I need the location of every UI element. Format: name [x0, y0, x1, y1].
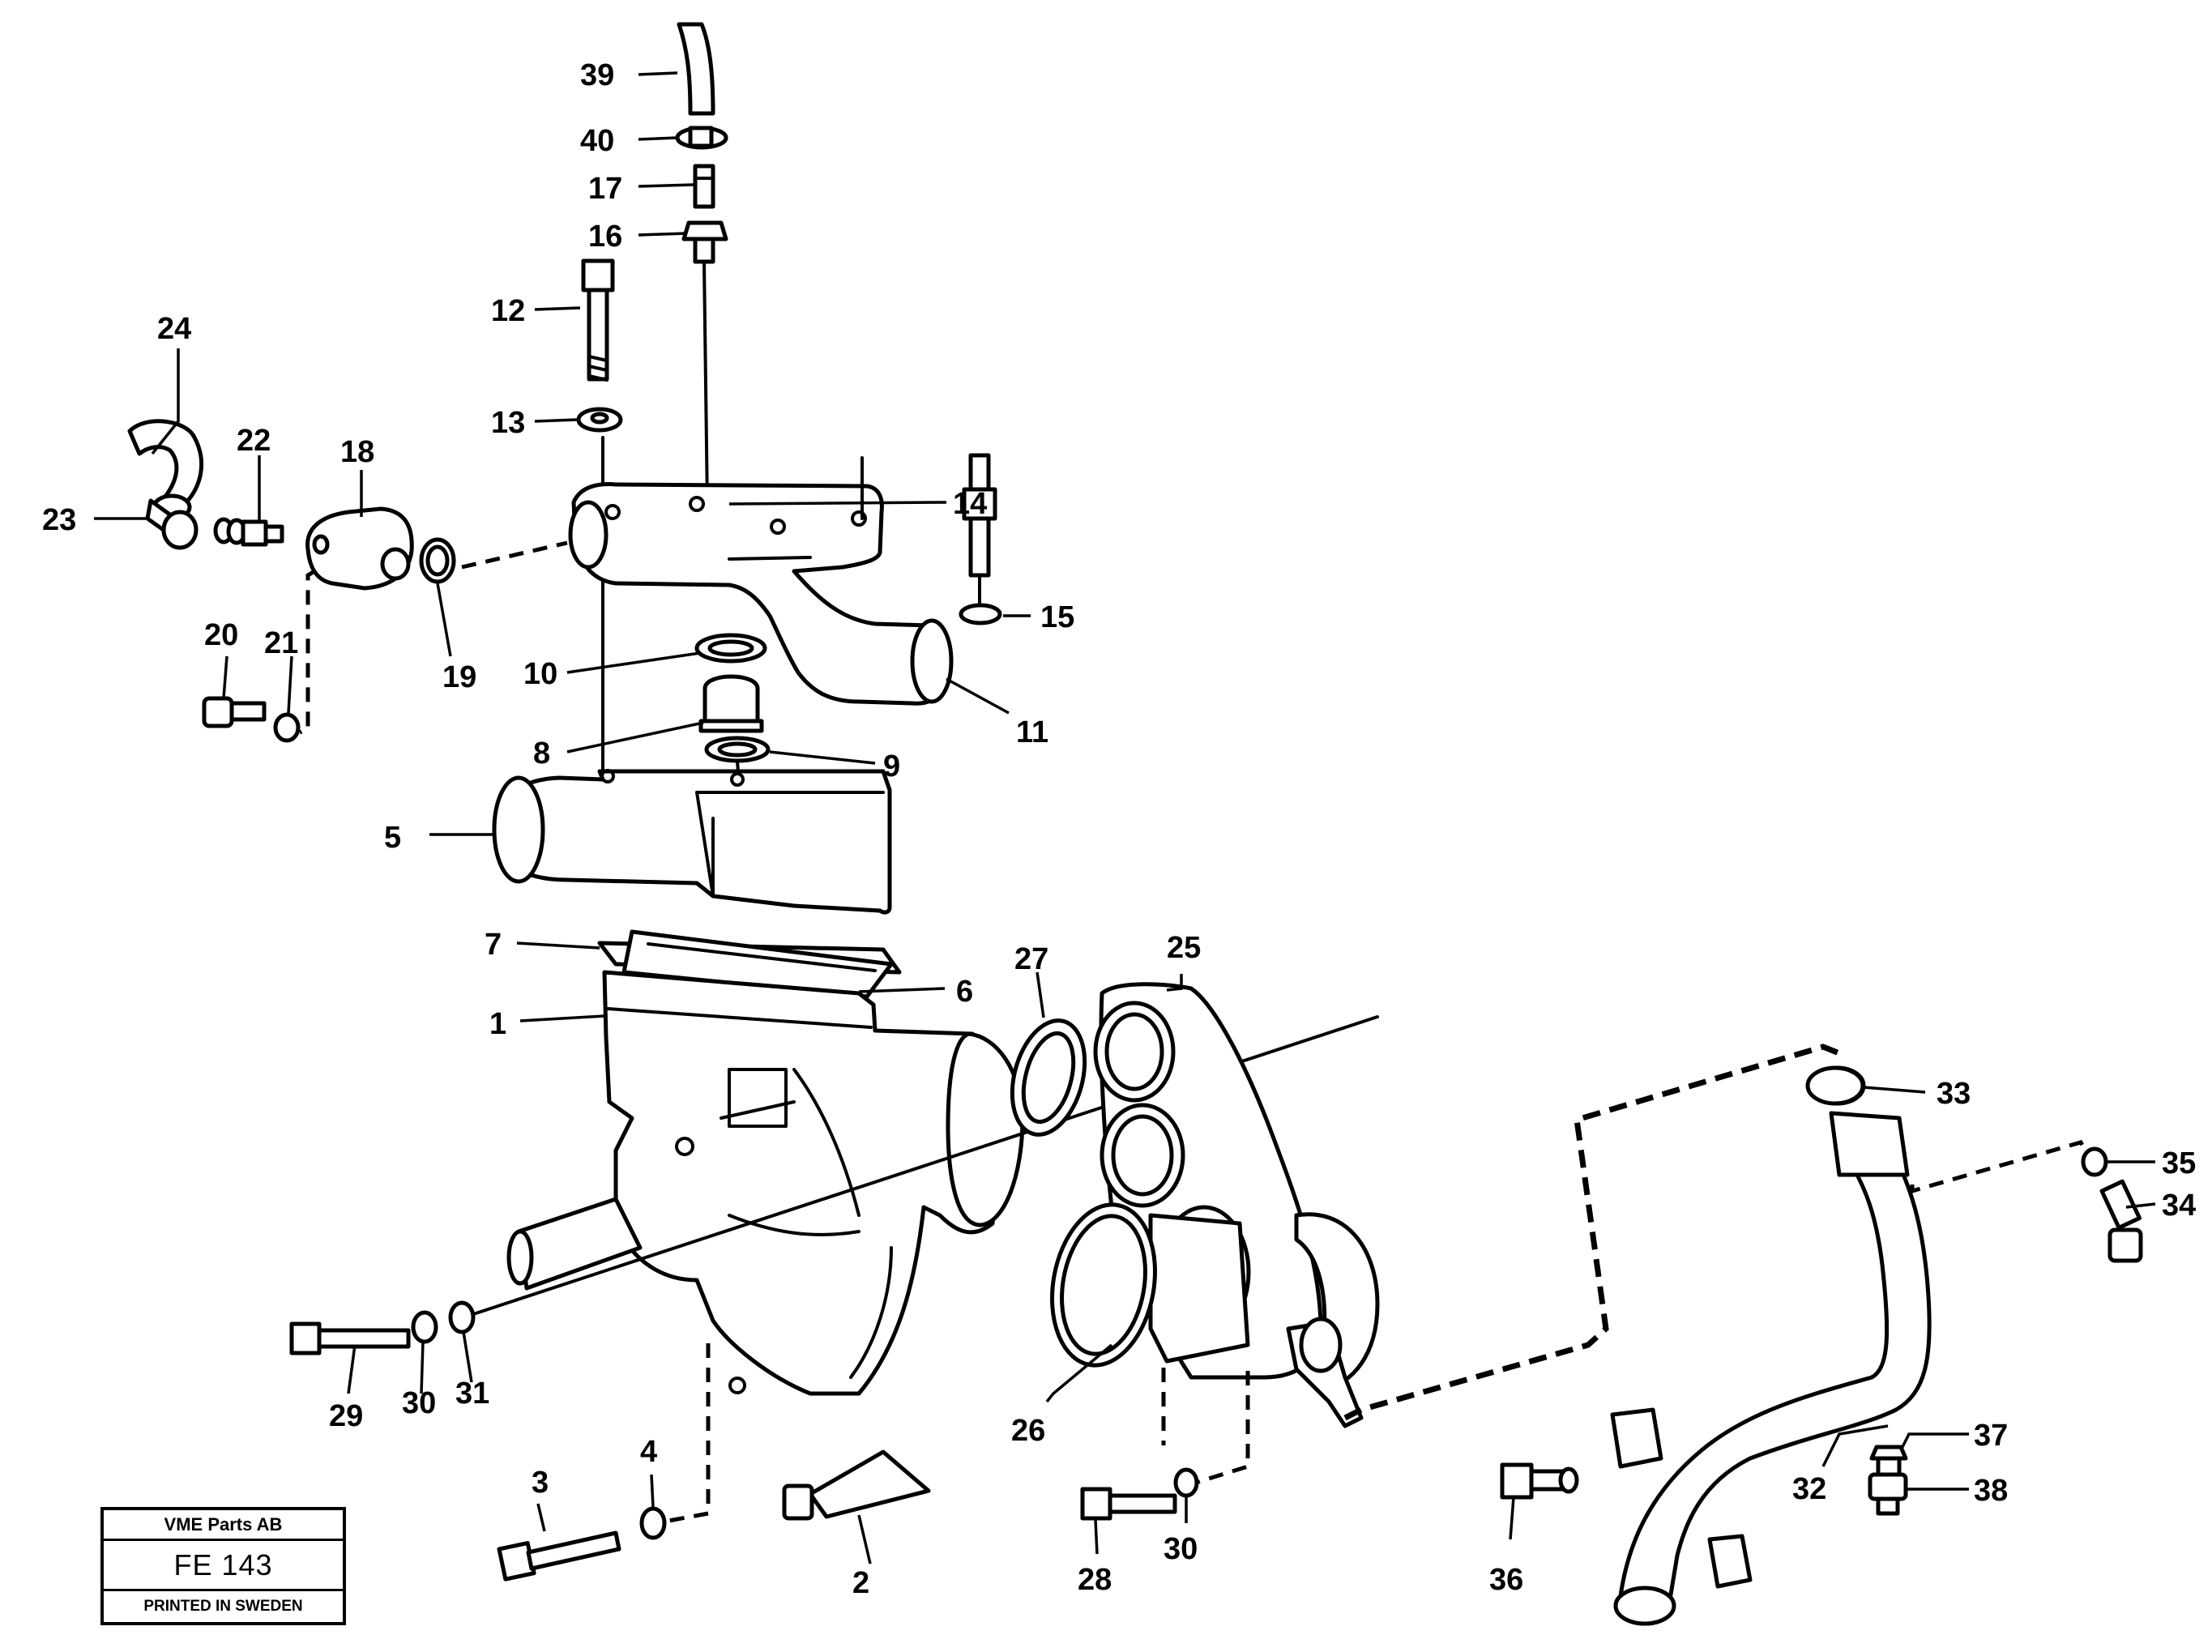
union-23: [145, 493, 199, 550]
callout-28: 28: [1078, 1563, 1112, 1597]
dashed-line-35: [1910, 1140, 2090, 1194]
washer-15: [959, 603, 1002, 625]
water-pump-body-1: [602, 970, 1025, 1396]
sealant-tube-2: [782, 1449, 931, 1521]
callout-17: 17: [588, 172, 622, 206]
leader-lines: [94, 71, 2156, 1564]
washer-30-lower: [1173, 1467, 1199, 1498]
callout-3: 3: [532, 1466, 549, 1500]
callout-21: 21: [264, 626, 298, 660]
callout-1: 1: [489, 1007, 506, 1041]
callout-14: 14: [953, 487, 987, 521]
o-ring-33: [1805, 1065, 1865, 1106]
union-16: [681, 220, 728, 264]
callout-32: 32: [1792, 1472, 1826, 1506]
temperature-sensor-14: [962, 453, 997, 578]
union-37: [1869, 1445, 1908, 1479]
callout-16: 16: [588, 220, 622, 254]
title-block-code: FE 143: [104, 1541, 343, 1591]
callout-34: 34: [2162, 1189, 2196, 1223]
callout-35: 35: [2162, 1146, 2196, 1180]
callout-6: 6: [956, 975, 973, 1009]
housing-5: [492, 769, 892, 915]
axis-line-16: [702, 262, 709, 508]
callout-37: 37: [1974, 1419, 2008, 1453]
washer-4: [639, 1506, 667, 1540]
callout-29: 29: [329, 1399, 363, 1433]
o-ring-19: [419, 537, 456, 584]
callout-numbers: 39 40 17 16 12 13 14 15 24 22 18 23 19 2…: [42, 58, 2196, 1600]
nipple-17: [693, 164, 715, 209]
callout-27: 27: [1014, 942, 1048, 976]
callout-5: 5: [384, 821, 401, 855]
hose-39: [677, 22, 715, 116]
pipe-32: [1610, 1065, 1932, 1626]
callout-26: 26: [1011, 1414, 1045, 1448]
washer-30: [411, 1310, 438, 1344]
washer-35: [2081, 1146, 2108, 1177]
title-block: VME Parts AB FE 143 PRINTED IN SWEDEN: [100, 1507, 346, 1625]
callout-18: 18: [340, 435, 374, 469]
title-block-printed: PRINTED IN SWEDEN: [143, 1598, 303, 1615]
pump-cover-25: [1093, 982, 1380, 1428]
callout-24: 24: [157, 312, 191, 346]
seal-ring-10: [694, 633, 767, 664]
washer-21: [273, 712, 301, 743]
bolt-12: [581, 258, 615, 382]
callout-11: 11: [1016, 715, 1048, 749]
callout-19: 19: [442, 660, 476, 694]
plug-38: [1868, 1472, 1908, 1516]
callout-8: 8: [533, 736, 550, 771]
seal-ring-9: [704, 736, 771, 763]
dashed-line-4: [664, 1343, 711, 1524]
title-block-company: VME Parts AB: [104, 1510, 343, 1541]
washer-31: [448, 1300, 476, 1334]
callout-22: 22: [237, 424, 271, 458]
callout-4: 4: [640, 1435, 657, 1469]
bolt-36: [1500, 1462, 1579, 1500]
nipple-22: [213, 517, 284, 547]
callout-30: 30: [402, 1386, 436, 1420]
seal-ring-26: [1050, 1202, 1157, 1368]
dashed-line-30: [1195, 1371, 1250, 1485]
washer-13: [576, 407, 623, 433]
dashed-line-flange-21: [299, 568, 318, 735]
callout-25: 25: [1167, 931, 1201, 965]
hose-clamp-40: [675, 126, 728, 150]
flange-18: [305, 506, 414, 591]
callout-36: 36: [1489, 1563, 1523, 1597]
callout-15: 15: [1040, 600, 1074, 634]
bolt-34: [2099, 1179, 2143, 1263]
callout-2: 2: [852, 1566, 869, 1600]
gasket-6: [621, 929, 894, 999]
callout-12: 12: [491, 294, 525, 328]
thermostat-8: [698, 674, 764, 733]
callout-7: 7: [485, 928, 502, 962]
o-ring-27: [1010, 1018, 1087, 1137]
bolt-29: [289, 1321, 411, 1355]
callout-40: 40: [580, 124, 614, 158]
callout-13: 13: [491, 406, 525, 440]
callout-23: 23: [42, 503, 76, 537]
thermostat-housing-11: [568, 482, 954, 706]
callout-20: 20: [204, 618, 238, 652]
bolt-20: [202, 696, 267, 728]
bolt-3: [497, 1530, 621, 1582]
bolt-28: [1080, 1487, 1177, 1521]
pump-shaft: [506, 1197, 643, 1291]
callout-10: 10: [523, 657, 557, 691]
callout-31: 31: [455, 1377, 489, 1411]
dashed-line-19-housing: [461, 540, 568, 570]
callout-39: 39: [580, 58, 614, 92]
callout-30-lower: 30: [1164, 1532, 1198, 1566]
dashed-line-pipe-cover: [1343, 1044, 1841, 1421]
callout-9: 9: [883, 749, 900, 783]
callout-38: 38: [1974, 1474, 2008, 1508]
callout-33: 33: [1937, 1077, 1971, 1111]
